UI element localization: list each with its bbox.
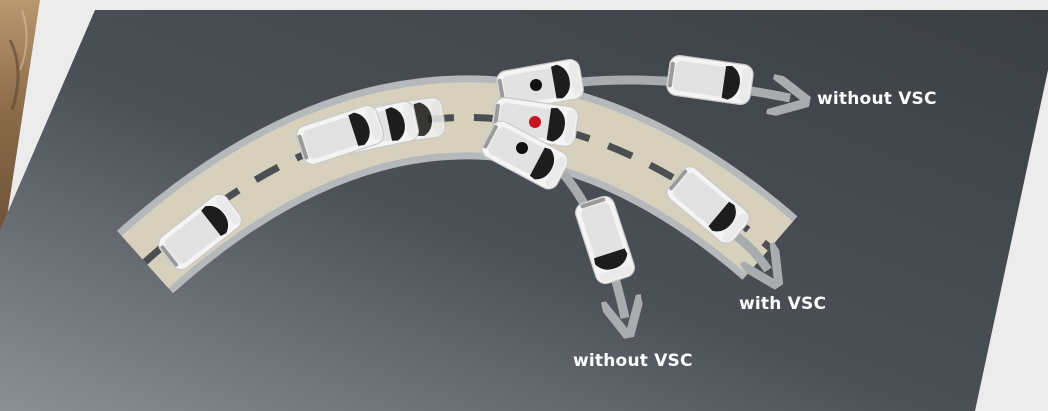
label-without-vsc-upper: without VSC xyxy=(817,89,937,109)
label-with-vsc: with VSC xyxy=(739,294,826,314)
marker-black-upper xyxy=(530,79,542,91)
label-without-vsc-lower: without VSC xyxy=(573,351,693,371)
marker-red-center xyxy=(529,116,541,128)
marker-black-lower xyxy=(516,142,528,154)
